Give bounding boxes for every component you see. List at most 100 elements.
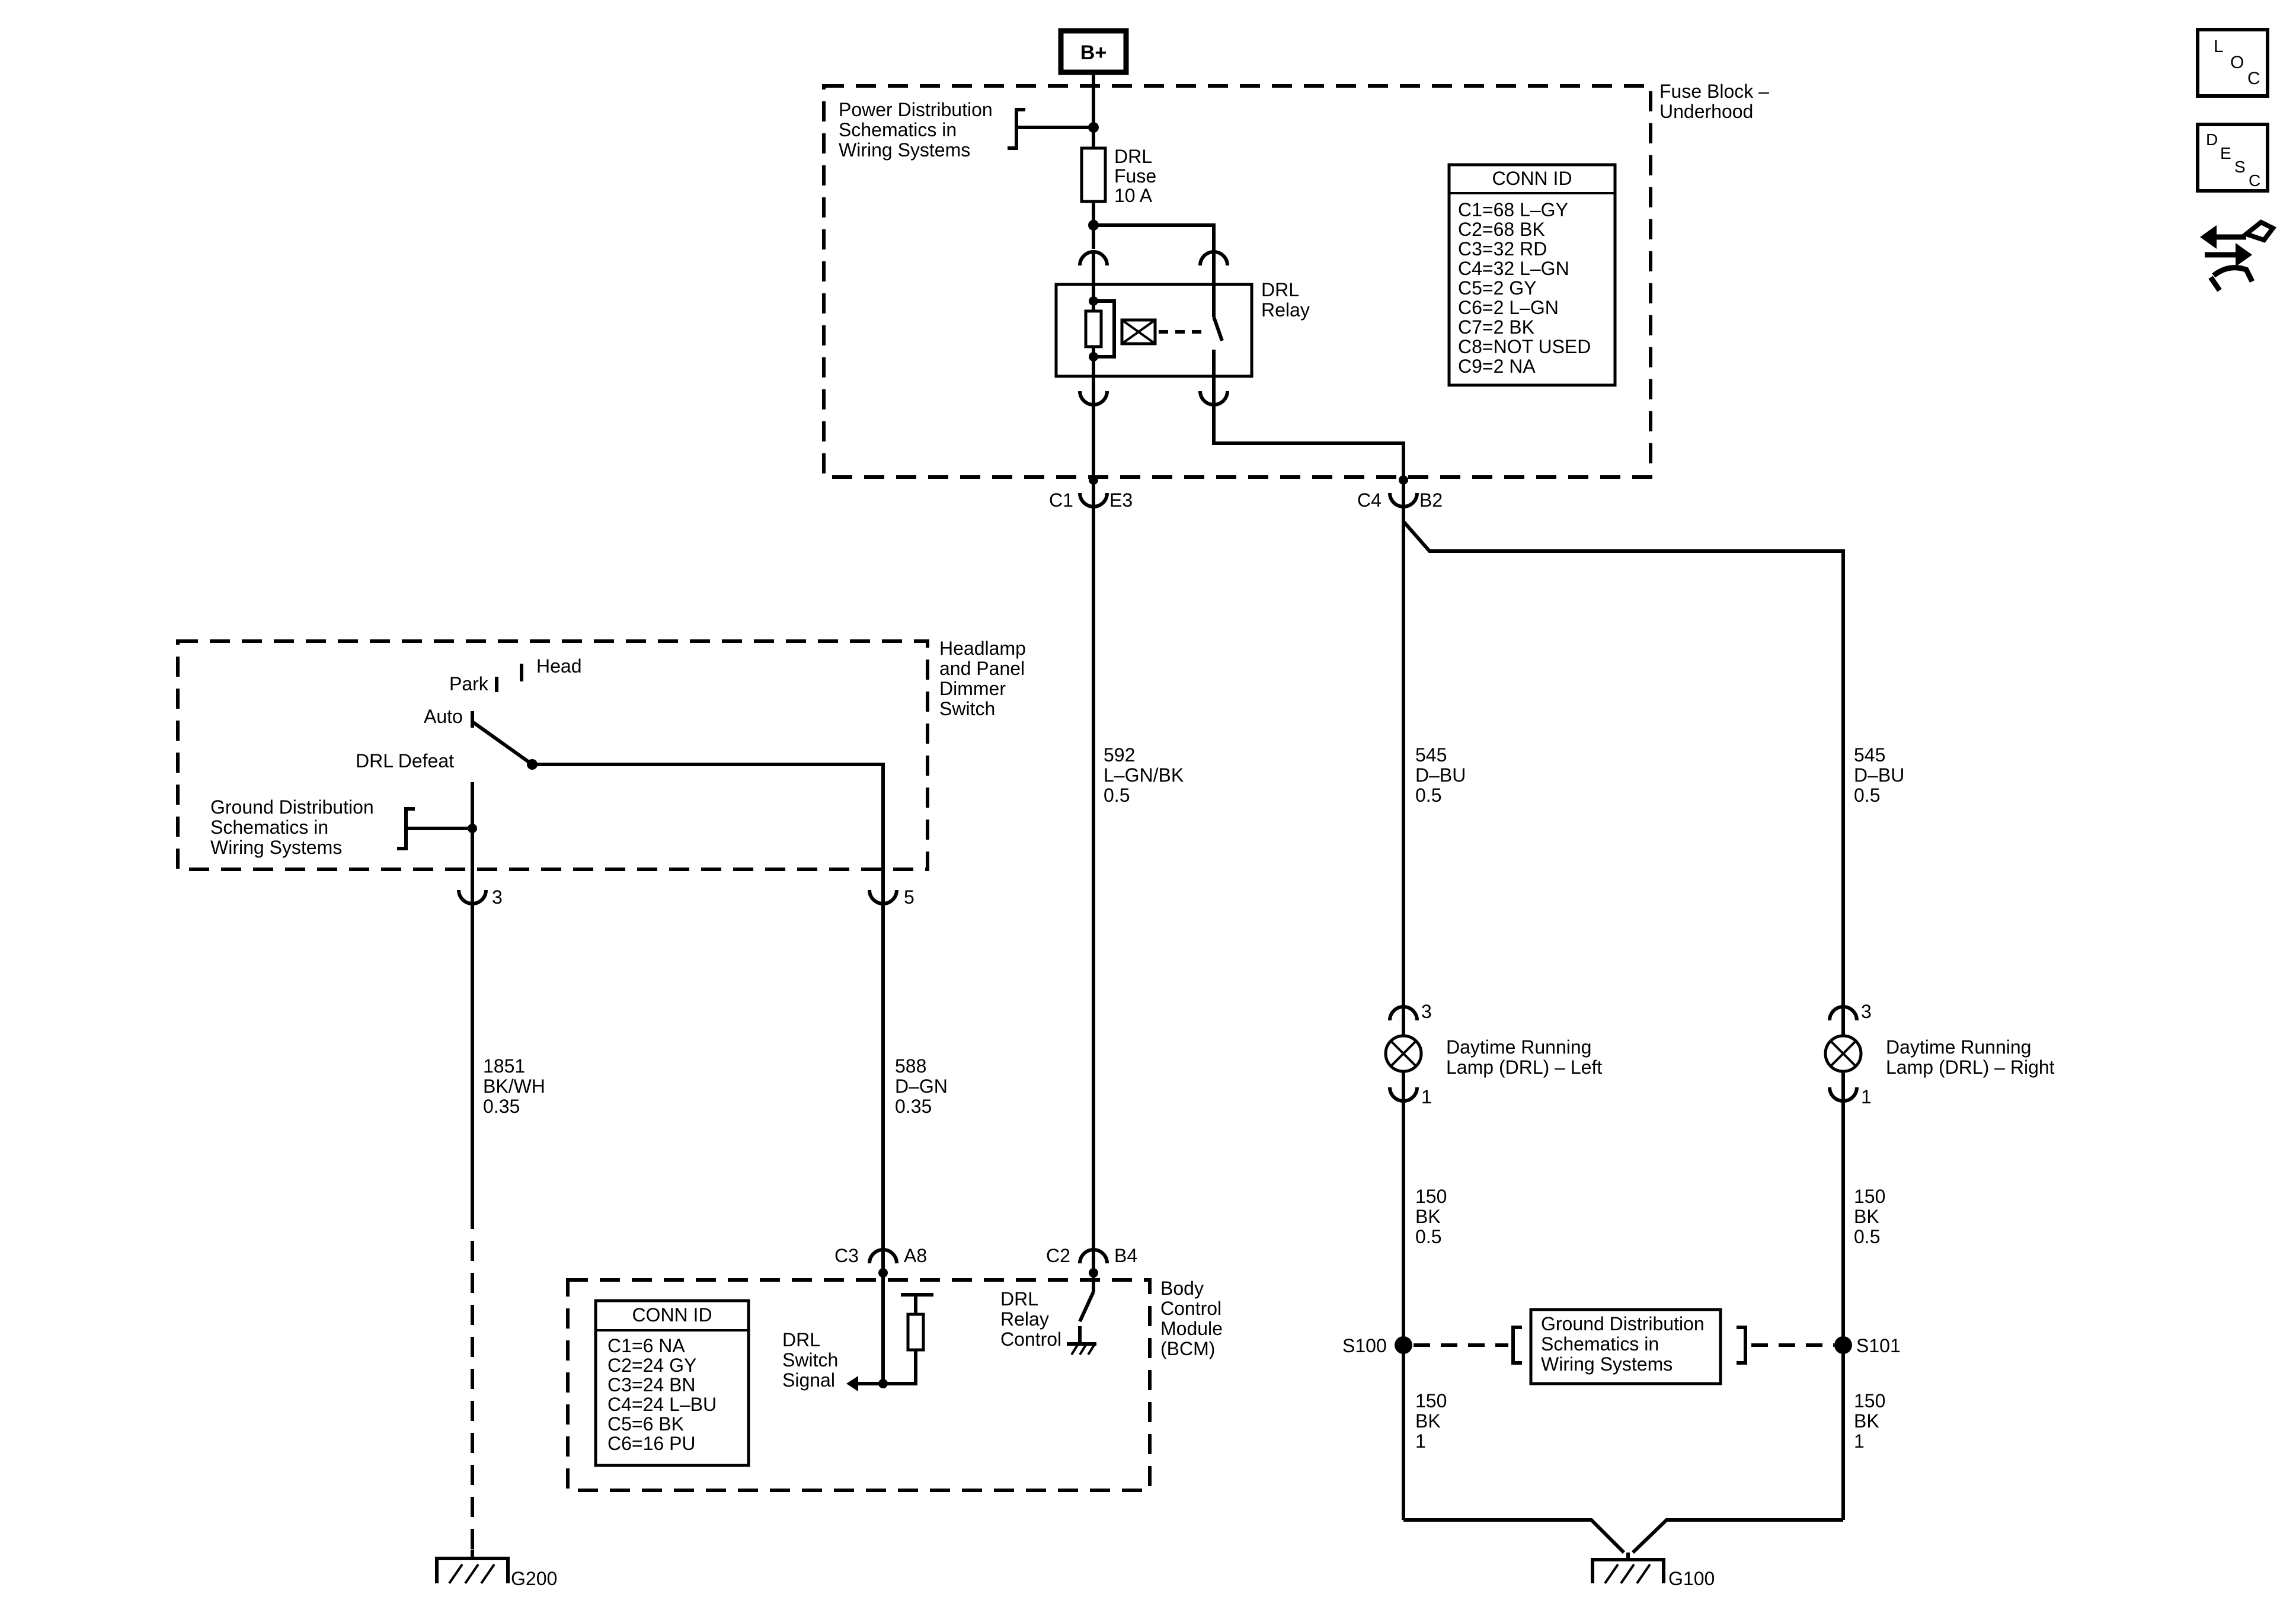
splice-s101-label: S101 [1856, 1335, 1901, 1356]
wire-1851-label: 1851 [483, 1055, 525, 1077]
svg-text:E: E [2220, 144, 2231, 162]
splice-s101 [1834, 1336, 1852, 1354]
wire-592-label: L–GN/BK [1104, 764, 1184, 786]
wire-150-left-bottom: 1 [1415, 1430, 1426, 1452]
conn-b2-label: B2 [1419, 489, 1443, 511]
fuse-conn-id-row: C1=68 L–GY [1458, 199, 1568, 220]
svg-text:D: D [2206, 130, 2218, 149]
ground-dist-label-3: Wiring Systems [1541, 1353, 1673, 1375]
power-dist-label-2: Schematics in [839, 119, 957, 140]
wire-150-left-top: BK [1415, 1206, 1441, 1227]
wire-150-right-bottom: BK [1854, 1410, 1879, 1432]
fuse-conn-id-row: C8=NOT USED [1458, 336, 1591, 357]
pullup-resistor [906, 1313, 925, 1352]
conn-pin-3-label: 3 [492, 886, 503, 908]
ground-dist-label-2: Schematics in [1541, 1333, 1659, 1355]
connector-repair-icon[interactable] [2200, 219, 2277, 292]
ground-g200-label: G200 [511, 1568, 557, 1589]
ground-dist-box [1529, 1308, 1722, 1385]
wire-150-right-top: 0.5 [1854, 1226, 1880, 1247]
fuse-block-title-1: Fuse Block – [1659, 81, 1769, 102]
svg-text:C: C [2247, 69, 2260, 88]
drl-fuse-symbol [1080, 146, 1107, 203]
drl-right-label-1: Daytime Running [1886, 1036, 2031, 1058]
switch-auto-label: Auto [424, 706, 463, 727]
fuse-conn-id-row: C6=2 L–GN [1458, 297, 1559, 318]
ground-g100-label: G100 [1668, 1568, 1715, 1589]
svg-text:C: C [2249, 171, 2260, 190]
bcm-outline [566, 1278, 1152, 1492]
wire-150-left-top: 150 [1415, 1186, 1447, 1207]
bcm-conn-id-header: CONN ID [632, 1304, 712, 1326]
switch-ground-dist-3: Wiring Systems [210, 837, 342, 858]
headlamp-switch-title-2: and Panel [939, 658, 1025, 679]
fuse-conn-id-row: C7=2 BK [1458, 316, 1534, 338]
splice-s100-label: S100 [1342, 1335, 1387, 1356]
conn-pin-5-label: 5 [904, 886, 914, 908]
wire-545-left-label: 0.5 [1415, 785, 1441, 806]
drl-left-label-1: Daytime Running [1446, 1036, 1591, 1058]
wire-588-label: 588 [895, 1055, 926, 1077]
headlamp-switch-title-4: Switch [939, 698, 995, 719]
fuse-conn-id-row: C9=2 NA [1458, 356, 1536, 377]
wire-150-right-top: 150 [1854, 1186, 1885, 1207]
wire-1851-label: 0.35 [483, 1096, 520, 1117]
ground-dist-label-1: Ground Distribution [1541, 1313, 1705, 1334]
conn-c3-label: C3 [834, 1245, 859, 1266]
conn-a8-label: A8 [904, 1245, 927, 1266]
wire-150-right-bottom: 1 [1854, 1430, 1865, 1452]
wire-592-label: 0.5 [1104, 785, 1130, 806]
fuse-block-outline [822, 84, 1652, 479]
switch-ground-dist-1: Ground Distribution [210, 796, 374, 818]
bcm-switch-signal-1: DRL [782, 1329, 820, 1350]
headlamp-switch-title-1: Headlamp [939, 638, 1026, 659]
drl-fuse-label-1: DRL [1114, 146, 1152, 167]
wire-545-right-label: 545 [1854, 744, 1885, 766]
drl-fuse-label-2: Fuse [1114, 165, 1156, 187]
bcm-title-2: Control [1160, 1298, 1221, 1319]
conn-c1-label: C1 [1049, 489, 1073, 511]
bcm-switch-signal-3: Signal [782, 1369, 835, 1391]
switch-head-label: Head [536, 655, 582, 677]
bcm-conn-id-row: C3=24 BN [607, 1374, 696, 1395]
bcm-relay-control-2: Relay [1000, 1308, 1049, 1330]
drl-right-pin-top: 3 [1861, 1001, 1872, 1022]
bcm-conn-id-table [594, 1299, 750, 1467]
drl-left-label-2: Lamp (DRL) – Left [1446, 1057, 1602, 1078]
drl-right-label-2: Lamp (DRL) – Right [1886, 1057, 2055, 1078]
drl-left-pin-top: 3 [1421, 1001, 1432, 1022]
wire-588-label: 0.35 [895, 1096, 932, 1117]
drl-relay-label-2: Relay [1261, 299, 1310, 321]
bcm-title-3: Module [1160, 1318, 1223, 1339]
bcm-title-4: (BCM) [1160, 1338, 1215, 1359]
wire-150-left-bottom: BK [1415, 1410, 1441, 1432]
conn-c4-label: C4 [1357, 489, 1382, 511]
wire-545-right-label: D–BU [1854, 764, 1904, 786]
svg-text:S: S [2234, 158, 2246, 176]
fuse-conn-id-row: C5=2 GY [1458, 277, 1537, 299]
fuse-block-title-2: Underhood [1659, 101, 1753, 122]
bcm-relay-control-1: DRL [1000, 1288, 1038, 1310]
bcm-conn-id-row: C1=6 NA [607, 1335, 685, 1356]
headlamp-switch-outline [176, 639, 929, 871]
wire-1851-label: BK/WH [483, 1076, 545, 1097]
fuse-conn-id-row: C2=68 BK [1458, 219, 1545, 240]
wire-150-right-bottom: 150 [1854, 1390, 1885, 1411]
wire-545-left-label: 545 [1415, 744, 1447, 766]
splice-s100 [1395, 1336, 1412, 1354]
desc-icon[interactable]: D E S C [2196, 123, 2269, 193]
power-dist-label-1: Power Distribution [839, 99, 993, 120]
b-plus-label: B+ [1080, 41, 1107, 64]
wire-150-left-top: 0.5 [1415, 1226, 1441, 1247]
drl-left-pin-bottom: 1 [1421, 1086, 1432, 1108]
drl-right-pin-bottom: 1 [1861, 1086, 1872, 1108]
conn-c2-label: C2 [1046, 1245, 1070, 1266]
bcm-switch-signal-2: Switch [782, 1349, 838, 1371]
bcm-conn-id-row: C5=6 BK [607, 1413, 684, 1435]
loc-icon[interactable]: L O C [2196, 28, 2269, 98]
fuse-conn-id-row: C4=32 L–GN [1458, 258, 1569, 279]
bcm-conn-id-row: C4=24 L–BU [607, 1394, 717, 1415]
ground-g200-symbol [435, 1550, 510, 1585]
svg-text:L: L [2214, 37, 2224, 56]
